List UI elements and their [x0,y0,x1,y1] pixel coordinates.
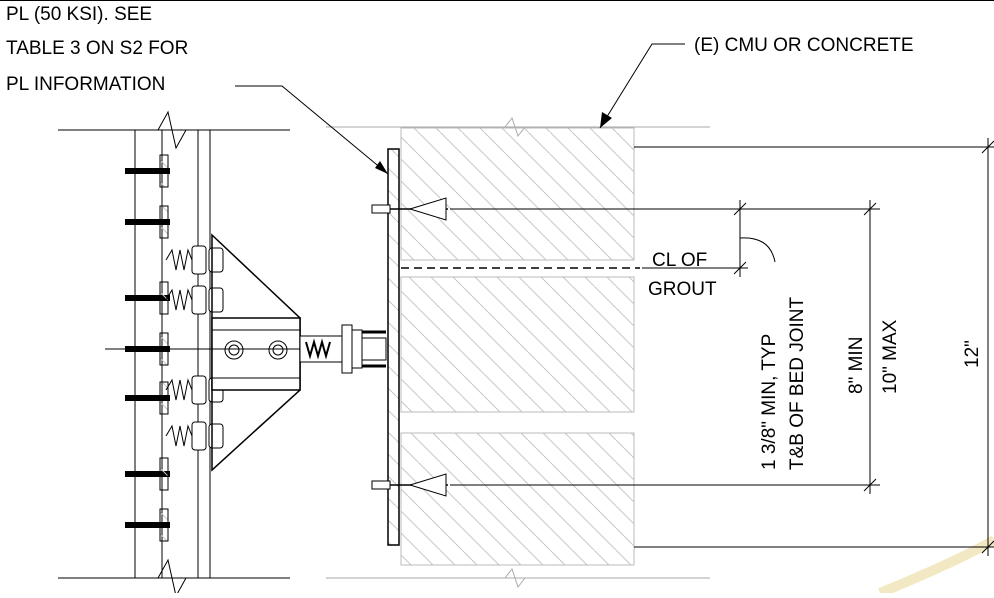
threaded-rod [305,338,331,360]
plate-callout-line3: PL INFORMATION [6,74,165,95]
hex-nut-icon [191,375,207,405]
bolt-hole-icon [268,340,288,360]
hex-nut-icon [191,421,207,451]
cmu-block-bottom [400,432,635,566]
break-line-icon [157,110,187,150]
masonry-wall [326,116,710,589]
grout-callout-line1: CL OF [652,250,707,271]
support-assembly [58,110,387,598]
spring-icon [165,288,193,311]
spring-icon [165,248,193,271]
hex-nut-icon [191,245,207,275]
steel-plate [387,148,400,546]
bed-joint-dim-line1: 1 3/8" MIN, TYP [759,334,780,470]
grout-callout-line2: GROUT [648,279,717,300]
dimension-lines [450,138,994,556]
plate-callout-line1: PL (50 KSI). SEE [6,4,152,25]
plate-callout-line2: TABLE 3 ON S2 FOR [6,38,188,59]
anchor-bottom [371,473,448,497]
expansion-anchor-icon [408,197,447,221]
anchor-min-dim: 8" MIN [846,337,867,394]
bolt-hole-icon [224,340,244,360]
watermark-arc [878,535,994,598]
leader-plate [235,85,389,175]
cmu-block-top [400,127,635,261]
expansion-anchor-icon [408,473,447,497]
break-line-icon [157,558,187,598]
wall-bottom-break-icon [504,567,526,589]
overall-dim: 12" [962,340,983,368]
masonry-callout: (E) CMU OR CONCRETE [694,35,914,56]
spring-icon [165,378,193,401]
strut-channel [211,317,301,391]
hex-nut-icon [191,285,207,315]
cmu-block-middle [400,276,635,413]
anchor-max-dim: 10" MAX [880,319,901,394]
anchor-top [371,197,448,221]
bed-joint-dim-line2: T&B OF BED JOINT [787,296,808,470]
spring-icon [165,424,193,447]
leader-masonry [599,43,685,129]
hex-nut-icon [341,324,353,374]
